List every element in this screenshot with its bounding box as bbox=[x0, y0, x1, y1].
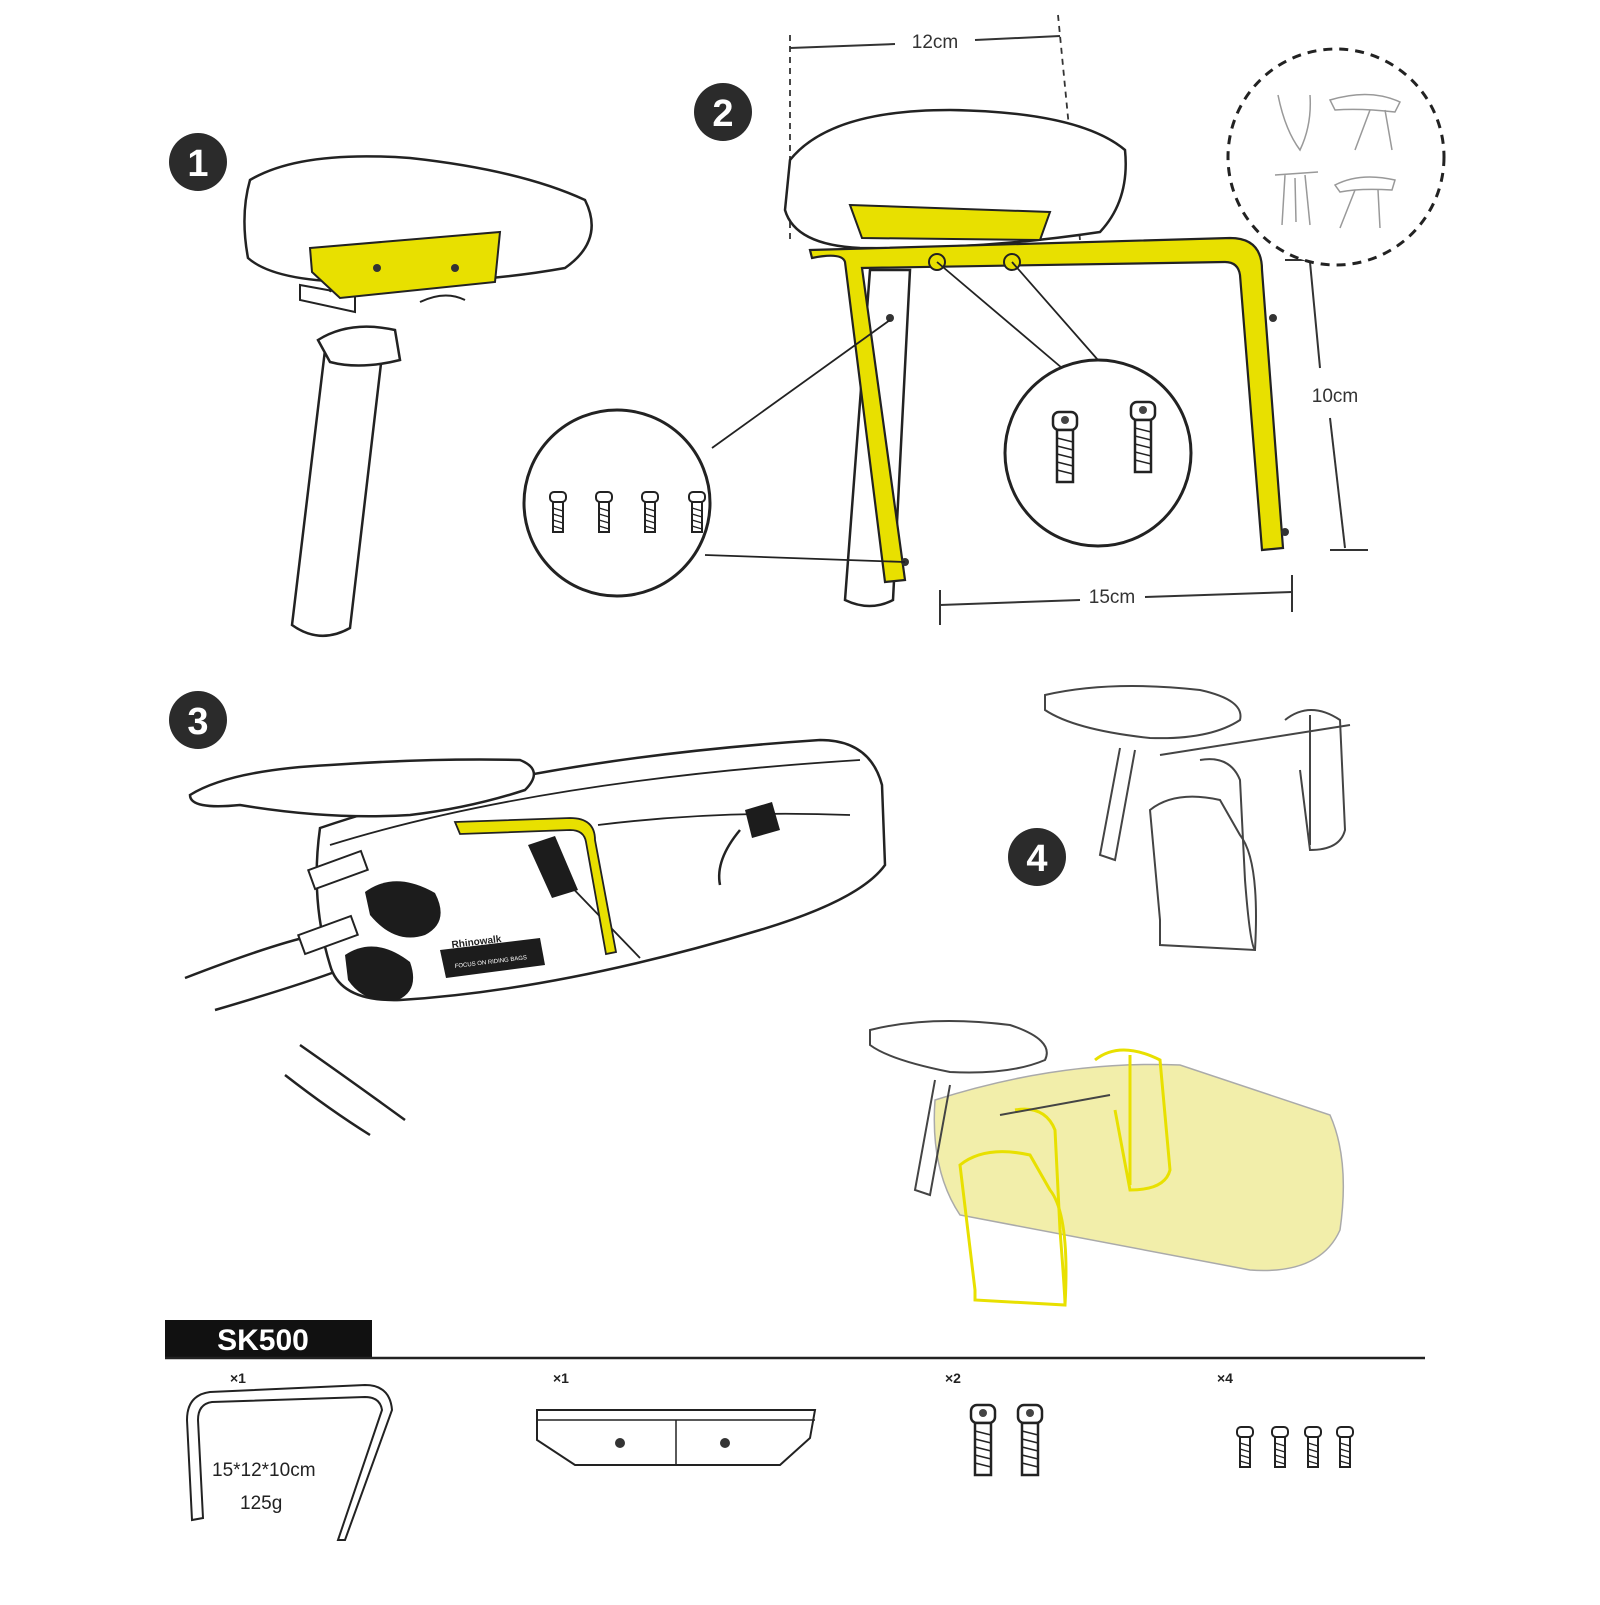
bracket-qty: ×1 bbox=[230, 1370, 246, 1386]
bottle-cage-setup-top bbox=[1044, 685, 1351, 952]
step-4-panel: 4 bbox=[869, 685, 1351, 1307]
length-label: 15cm bbox=[1089, 587, 1135, 608]
long-screws-qty: ×2 bbox=[945, 1370, 961, 1386]
short-screw-icon bbox=[1304, 1426, 1322, 1468]
bracket-weight: 125g bbox=[240, 1493, 282, 1514]
step-2-panel: 2 12cm bbox=[522, 14, 1446, 625]
step-1-badge bbox=[169, 133, 227, 191]
inset-sketches bbox=[1274, 93, 1402, 229]
step-3-panel: 3 bbox=[169, 691, 887, 1137]
step-2-badge bbox=[694, 83, 752, 141]
part-bracket: ×1 15*12*10cm 125g bbox=[185, 1370, 394, 1541]
step-4-number: 4 bbox=[1026, 838, 1047, 880]
mount-plate-1 bbox=[308, 230, 502, 303]
brand-label: Rhinowalk FOCUS ON RIDING BAGS bbox=[440, 934, 545, 978]
compatibility-inset bbox=[1226, 47, 1446, 267]
step-3-badge bbox=[169, 691, 227, 749]
short-screw-icon bbox=[1271, 1426, 1289, 1468]
step-1-number: 1 bbox=[187, 143, 208, 185]
seatpost-1 bbox=[290, 325, 402, 638]
long-screws-callout bbox=[1003, 358, 1193, 548]
short-screw-icon bbox=[1236, 1426, 1254, 1468]
step-3-number: 3 bbox=[187, 701, 208, 743]
part-mount-plate: ×1 bbox=[536, 1370, 817, 1466]
height-label: 10cm bbox=[1312, 386, 1358, 407]
long-screw-icon bbox=[1016, 1403, 1044, 1477]
leader-lines bbox=[704, 261, 1106, 563]
short-screw-icon bbox=[1336, 1426, 1354, 1468]
bag-straps bbox=[296, 802, 780, 1001]
plate-qty: ×1 bbox=[553, 1370, 569, 1386]
saddle-3 bbox=[188, 758, 535, 818]
bracket-3 bbox=[453, 817, 618, 956]
bracket-2 bbox=[808, 236, 1289, 584]
width-label: 12cm bbox=[912, 32, 958, 53]
part-short-screws: ×4 bbox=[1217, 1370, 1354, 1468]
step-4-badge bbox=[1008, 828, 1066, 886]
bracket-size: 15*12*10cm bbox=[212, 1460, 316, 1481]
mount-plate-2 bbox=[848, 203, 1052, 242]
model-name: SK500 bbox=[217, 1324, 309, 1357]
length-dimension bbox=[939, 575, 1293, 625]
bottle-cage-setup-bottom bbox=[869, 1020, 1345, 1307]
short-screws-callout bbox=[522, 408, 712, 598]
short-screws-qty: ×4 bbox=[1217, 1370, 1233, 1386]
step-2-number: 2 bbox=[712, 93, 733, 135]
step-1-panel: 1 bbox=[169, 133, 593, 638]
part-long-screws: ×2 bbox=[945, 1370, 1044, 1477]
model-banner bbox=[165, 1320, 372, 1358]
long-screw-icon bbox=[969, 1403, 997, 1477]
height-dimension bbox=[1285, 259, 1368, 551]
sk500-parts-section: SK500 ×1 15*12*10cm 125g ×1 ×2 ×4 bbox=[165, 1320, 1425, 1541]
